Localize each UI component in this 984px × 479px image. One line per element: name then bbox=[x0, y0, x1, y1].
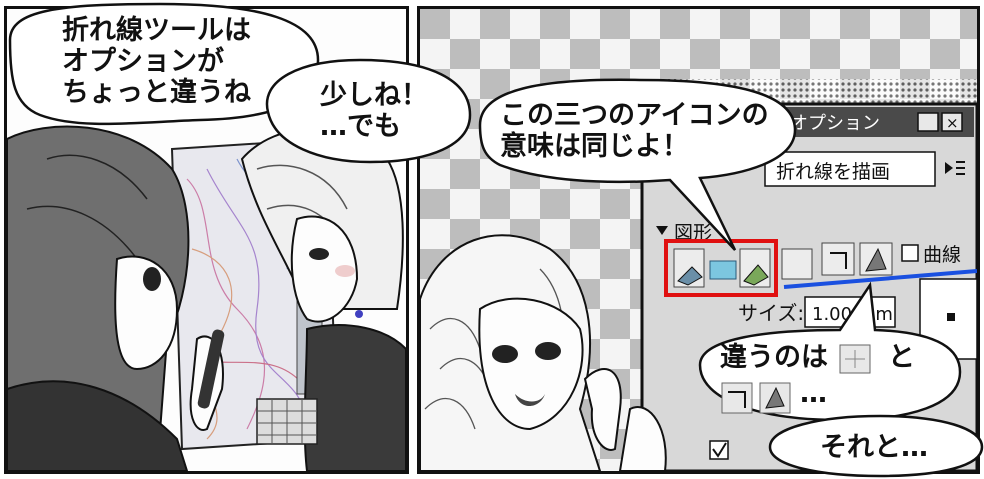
speech-bubble-5 bbox=[768, 414, 984, 478]
earring bbox=[355, 310, 363, 318]
girl-right-face bbox=[290, 215, 359, 323]
speech-bubble-3 bbox=[478, 78, 797, 251]
girl-face bbox=[478, 297, 584, 431]
bubble-text-3: この三つのアイコンの 意味は同じよ！ bbox=[500, 100, 769, 162]
minimize-button[interactable] bbox=[917, 112, 939, 132]
curve-checkbox[interactable] bbox=[901, 244, 919, 262]
tool-name: 折れ線を描画 bbox=[776, 161, 890, 183]
close-button[interactable] bbox=[941, 112, 963, 132]
bubble-text-2: 少しね！ …でも bbox=[320, 80, 428, 142]
pen bbox=[197, 329, 225, 409]
grid-icon-inline bbox=[839, 344, 871, 374]
girl-mouth bbox=[515, 394, 545, 407]
rectangle-tool-icon[interactable] bbox=[709, 260, 737, 280]
girl-eye-right bbox=[535, 342, 561, 360]
girl-left-jacket bbox=[7, 380, 189, 471]
curve-pen-tool-icon[interactable] bbox=[739, 248, 771, 288]
girl-right-clothes bbox=[303, 324, 406, 471]
tool-name-field[interactable] bbox=[764, 151, 936, 187]
grid-icon[interactable] bbox=[781, 248, 813, 280]
bubble-text-4b: と bbox=[888, 342, 915, 373]
curve-label: 曲線 bbox=[923, 244, 961, 266]
bubble-text-4a: 違うのは bbox=[720, 342, 828, 373]
corner-icon[interactable] bbox=[821, 242, 855, 276]
bubble-text-1: 折れ線ツールは オプションが ちょっと違うね bbox=[62, 15, 251, 108]
bubble-text-5: それと… bbox=[820, 432, 928, 463]
girl-right-eye bbox=[309, 248, 329, 260]
minimize-glyph: _ bbox=[922, 116, 931, 132]
blue-line-preview bbox=[783, 269, 977, 289]
polyline-tool-icon[interactable] bbox=[673, 248, 705, 288]
palette-menu-icon[interactable] bbox=[945, 161, 965, 175]
girl-hand bbox=[583, 368, 622, 451]
close-glyph: × bbox=[946, 114, 959, 132]
size-label: サイズ: bbox=[738, 301, 804, 325]
speech-bubble-2 bbox=[265, 58, 472, 164]
girl-left-eye bbox=[143, 267, 161, 291]
palette-title: オプション bbox=[790, 113, 880, 134]
corner-icon-inline bbox=[721, 382, 753, 414]
section-label: 図形 bbox=[674, 222, 712, 244]
highlight-box bbox=[664, 239, 778, 297]
girl-eye-left bbox=[492, 345, 518, 363]
pen-shape-icon-inline bbox=[759, 382, 791, 414]
girl-left-face bbox=[114, 255, 179, 371]
bubble-text-4c: … bbox=[800, 378, 827, 409]
section-expand-icon[interactable] bbox=[656, 226, 668, 235]
left-panel-art bbox=[7, 125, 406, 471]
